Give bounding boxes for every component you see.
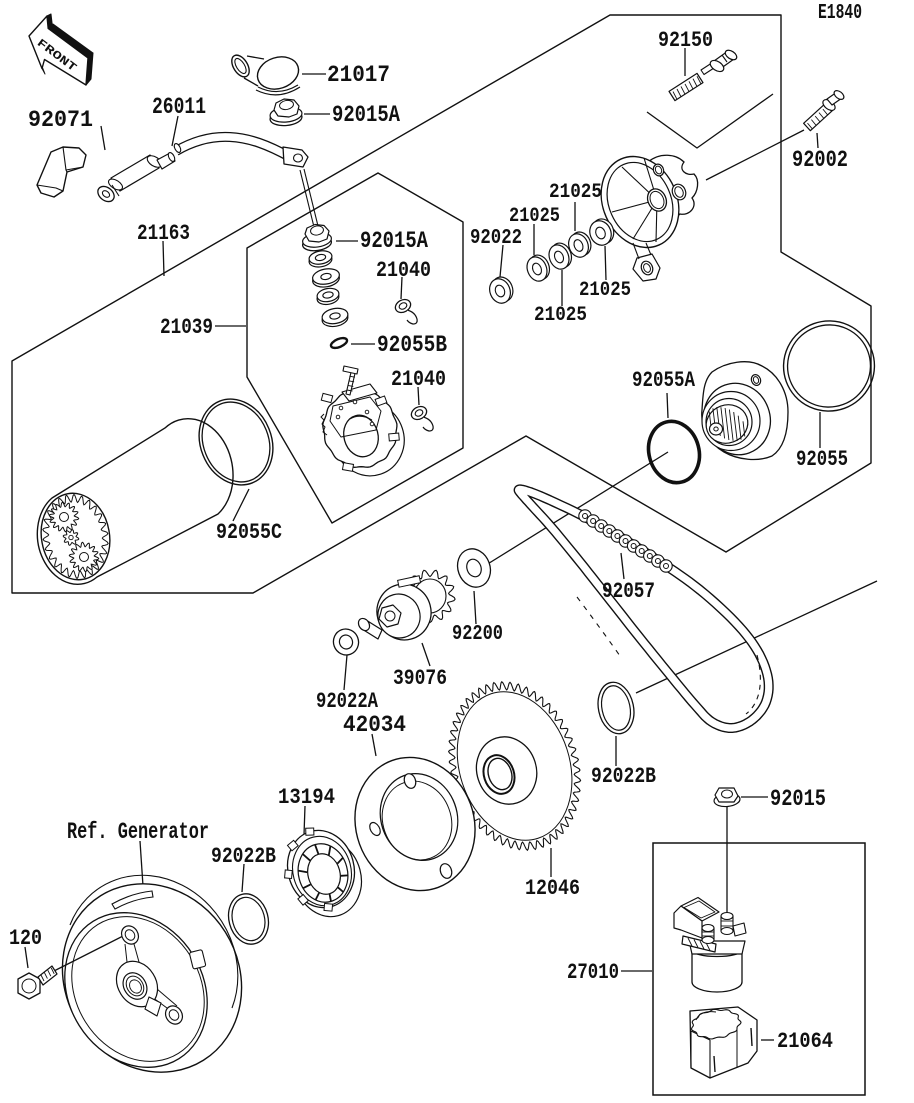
svg-text:39076: 39076 (393, 666, 447, 691)
svg-text:92022: 92022 (470, 227, 522, 250)
svg-text:21017: 21017 (327, 62, 390, 88)
svg-text:21025: 21025 (534, 304, 587, 327)
svg-text:92057: 92057 (602, 579, 655, 604)
svg-text:13194: 13194 (278, 785, 335, 810)
svg-text:92015A: 92015A (360, 228, 428, 254)
svg-text:92015A: 92015A (332, 102, 400, 128)
svg-text:E1840: E1840 (818, 1, 862, 25)
svg-text:92071: 92071 (28, 107, 93, 133)
svg-text:27010: 27010 (567, 960, 619, 985)
svg-text:92150: 92150 (658, 28, 713, 53)
svg-text:Ref. Generator: Ref. Generator (67, 819, 209, 845)
svg-text:92055A: 92055A (632, 368, 696, 393)
svg-text:92055: 92055 (796, 447, 848, 472)
svg-text:92015: 92015 (770, 786, 826, 812)
svg-text:92022B: 92022B (591, 764, 656, 789)
svg-text:92022B: 92022B (211, 844, 276, 869)
svg-text:92002: 92002 (792, 147, 848, 173)
svg-text:92022A: 92022A (316, 689, 379, 714)
svg-text:21039: 21039 (160, 315, 213, 340)
svg-text:21040: 21040 (376, 258, 431, 283)
svg-text:92055B: 92055B (377, 332, 447, 358)
svg-text:92055C: 92055C (216, 520, 282, 545)
svg-text:21163: 21163 (137, 221, 190, 246)
svg-text:21025: 21025 (509, 205, 560, 228)
svg-text:21025: 21025 (549, 181, 602, 204)
svg-text:26011: 26011 (152, 94, 206, 120)
svg-text:42034: 42034 (343, 712, 406, 738)
svg-text:120: 120 (9, 926, 42, 951)
svg-text:21064: 21064 (777, 1029, 833, 1054)
svg-text:21040: 21040 (391, 367, 446, 392)
svg-text:92200: 92200 (452, 623, 503, 646)
svg-text:21025: 21025 (579, 279, 631, 302)
svg-text:12046: 12046 (525, 876, 580, 901)
